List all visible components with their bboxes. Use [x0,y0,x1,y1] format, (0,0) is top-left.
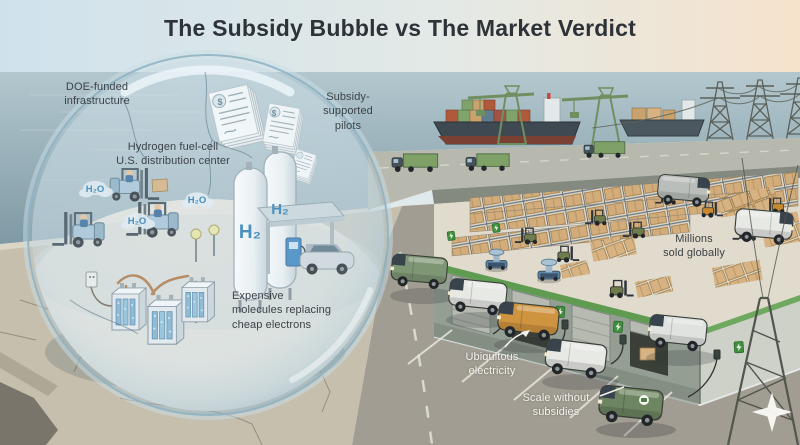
bubble-cracks [69,71,253,335]
sparkle-watermark [752,392,792,432]
container-ship-1 [433,93,581,145]
label-leaders [504,330,625,397]
power-pylons [591,77,800,157]
parking-lines [407,329,673,437]
label-expensive-molecules: Expensive molecules replacing cheap elec… [232,290,332,331]
electric-sign-interior-2 [491,222,501,234]
foreground-pylon [726,157,800,445]
label-ubiquitous-electricity: Ubiquitous electricity [465,351,519,378]
label-doe-funded: DOE-funded infrastructure [64,81,130,108]
illustration-title: The Subsidy Bubble vs The Market Verdict [164,15,636,41]
bubble-glass [23,50,393,420]
label-millions-sold: Millions sold globally [663,233,725,260]
parking-apron [352,204,800,445]
electric-sign-interior-1 [446,230,456,242]
label-scale-without-subsidies: Scale without subsidies [522,392,590,419]
electric-sign-side [733,340,745,354]
van-green-charging [595,383,665,429]
label-subsidy-pilots: Subsidy- supported pilots [323,91,373,132]
delivery-vans [388,252,718,438]
label-hydrogen-center: Hydrogen fuel-cell U.S. distribution cen… [116,141,230,168]
electric-sign-dock-3 [612,320,624,334]
